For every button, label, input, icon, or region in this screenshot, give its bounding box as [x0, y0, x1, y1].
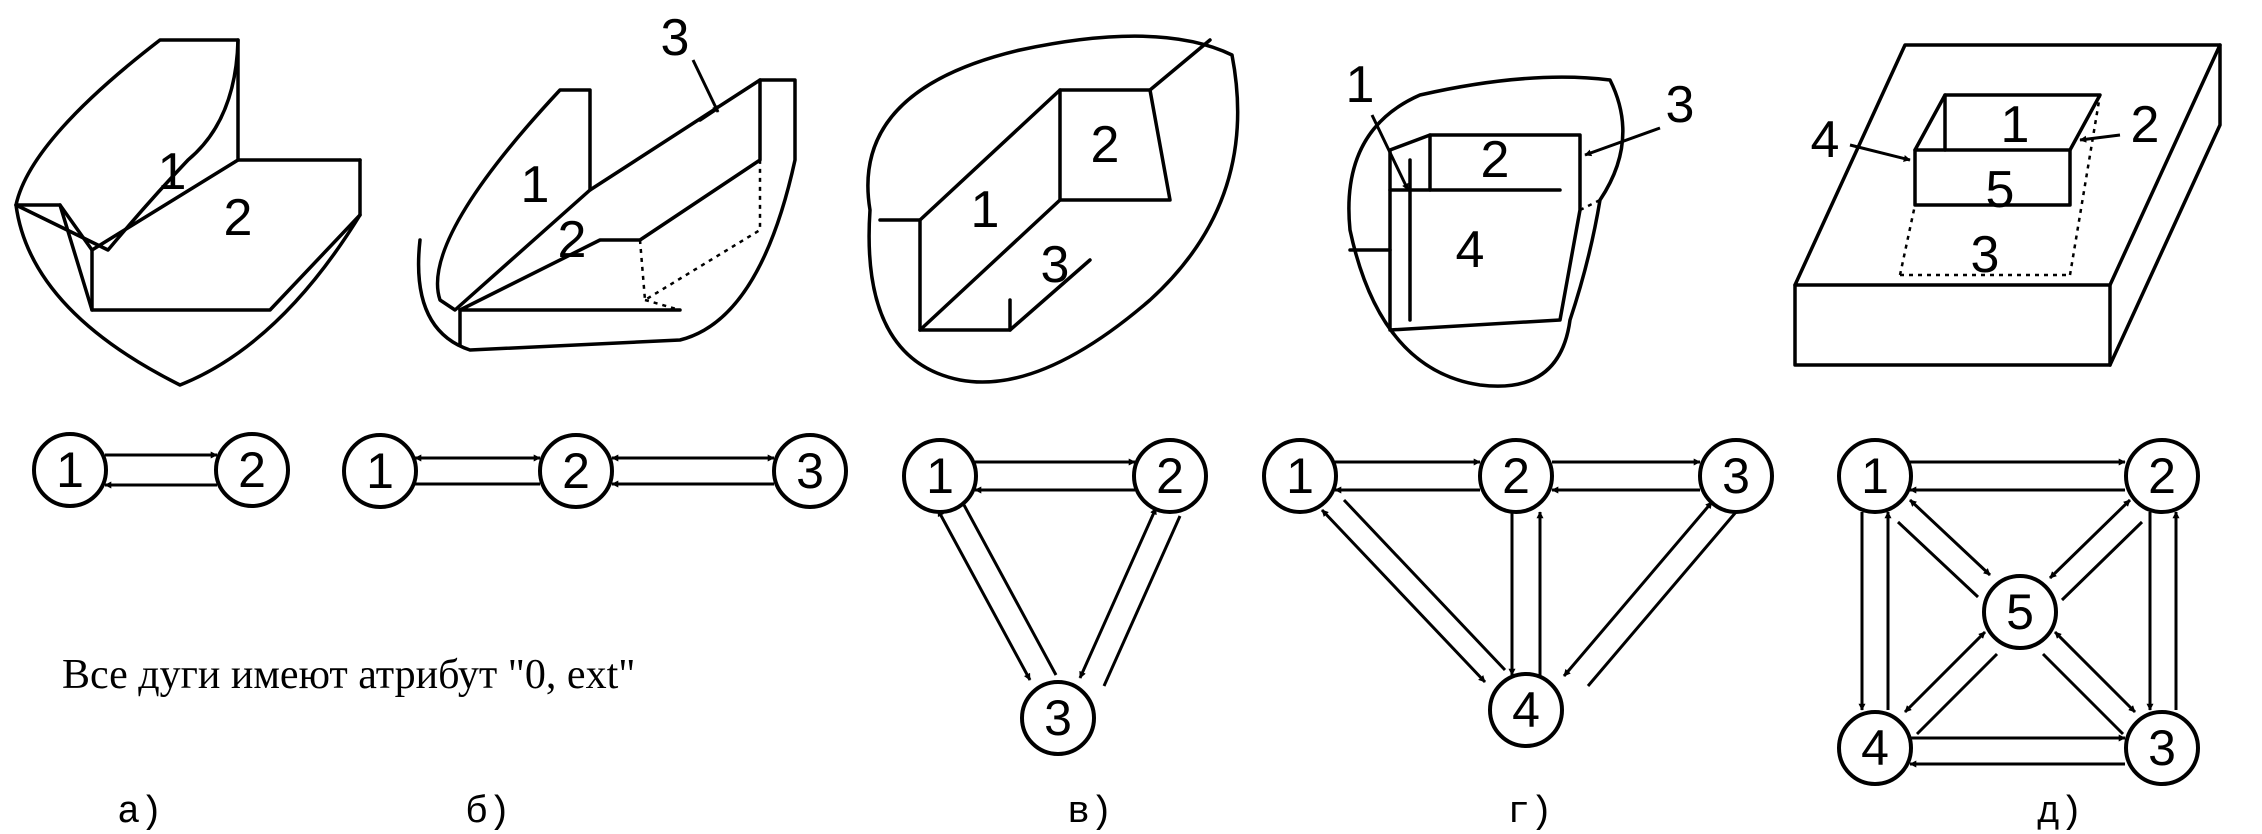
part-b-face-label: 2: [558, 211, 587, 269]
part-d-face-label: 3: [1666, 76, 1695, 134]
graph-node: [1698, 438, 1774, 514]
graph-node-label: 2: [238, 442, 266, 498]
graph-node: [1837, 710, 1913, 786]
graph-node: [1837, 438, 1913, 514]
graph-node: [1262, 438, 1338, 514]
graph-node-label: 3: [796, 443, 824, 499]
part-d-face-label: 4: [1456, 221, 1485, 279]
part-e-face-label: 1: [2001, 96, 2030, 154]
graph-node-label: 3: [1044, 690, 1072, 746]
graph-node: [1020, 680, 1096, 756]
graph-node-label: 5: [2006, 584, 2034, 640]
arcs-attribute-note: Все дуги имеют атрибут "0, ext": [62, 652, 635, 698]
part-b-face-label: 3: [661, 9, 690, 67]
graph-node-label: 1: [1286, 448, 1314, 504]
graph-node: [902, 438, 978, 514]
graph-node-label: 1: [926, 448, 954, 504]
panel-caption: б): [465, 791, 511, 834]
panel-caption: а): [117, 791, 163, 834]
part-e-face-label: 2: [2131, 96, 2160, 154]
part-d-face-label: 2: [1481, 131, 1510, 189]
graph-d: 1 2 3 4: [1262, 438, 1774, 748]
graph-node: [342, 433, 418, 509]
graph-node-label: 2: [1156, 448, 1184, 504]
panel-caption: в): [1067, 791, 1113, 834]
graph-node: [32, 432, 108, 508]
graph-b: 1 2 3: [342, 433, 848, 509]
graph-a: 1 2: [32, 432, 290, 508]
graph-node-label: 3: [1722, 448, 1750, 504]
part-c-drawing: 1 2 3: [866, 34, 1240, 384]
part-d-face-label: 1: [1346, 56, 1375, 114]
graph-node-label: 2: [2148, 448, 2176, 504]
graph-node: [538, 433, 614, 509]
part-a-drawing: 1 2: [14, 38, 362, 387]
graphs: 1 2 1 2 3 1 2: [32, 432, 2200, 786]
graph-c: 1 2 3: [902, 438, 1208, 756]
graph-node-label: 3: [2148, 720, 2176, 776]
part-e-face-label: 3: [1971, 226, 2000, 284]
graph-node-label: 4: [1861, 720, 1889, 776]
graph-node: [2124, 710, 2200, 786]
part-a-face-label: 2: [224, 189, 253, 247]
part-b-face-label: 1: [521, 156, 550, 214]
graph-e: 1 2 3 4 5: [1837, 438, 2200, 786]
part-d-drawing: 2 4 1 3: [1346, 56, 1695, 388]
panel-caption: д): [2037, 791, 2083, 834]
graph-node: [1488, 672, 1564, 748]
graph-node: [1982, 574, 2058, 650]
part-e-face-label: 5: [1986, 161, 2015, 219]
graph-node: [1132, 438, 1208, 514]
part-b-drawing: 1 2 3: [416, 9, 797, 352]
part-c-face-label: 3: [1041, 236, 1070, 294]
panel-caption: г): [1507, 791, 1553, 834]
graph-node-label: 2: [1502, 448, 1530, 504]
part-e-face-label: 4: [1811, 111, 1840, 169]
part-a-face-label: 1: [158, 143, 187, 201]
graph-node-label: 1: [56, 442, 84, 498]
part-e-drawing: 1 2 3 4 5: [1793, 43, 2222, 367]
graph-node-label: 1: [366, 443, 394, 499]
graph-node-label: 2: [562, 443, 590, 499]
graph-node: [1478, 438, 1554, 514]
graph-node: [214, 432, 290, 508]
graph-node-label: 1: [1861, 448, 1889, 504]
graph-node: [772, 433, 848, 509]
part-c-face-label: 1: [971, 181, 1000, 239]
graph-node: [2124, 438, 2200, 514]
part-c-face-label: 2: [1091, 116, 1120, 174]
graph-node-label: 4: [1512, 682, 1540, 738]
